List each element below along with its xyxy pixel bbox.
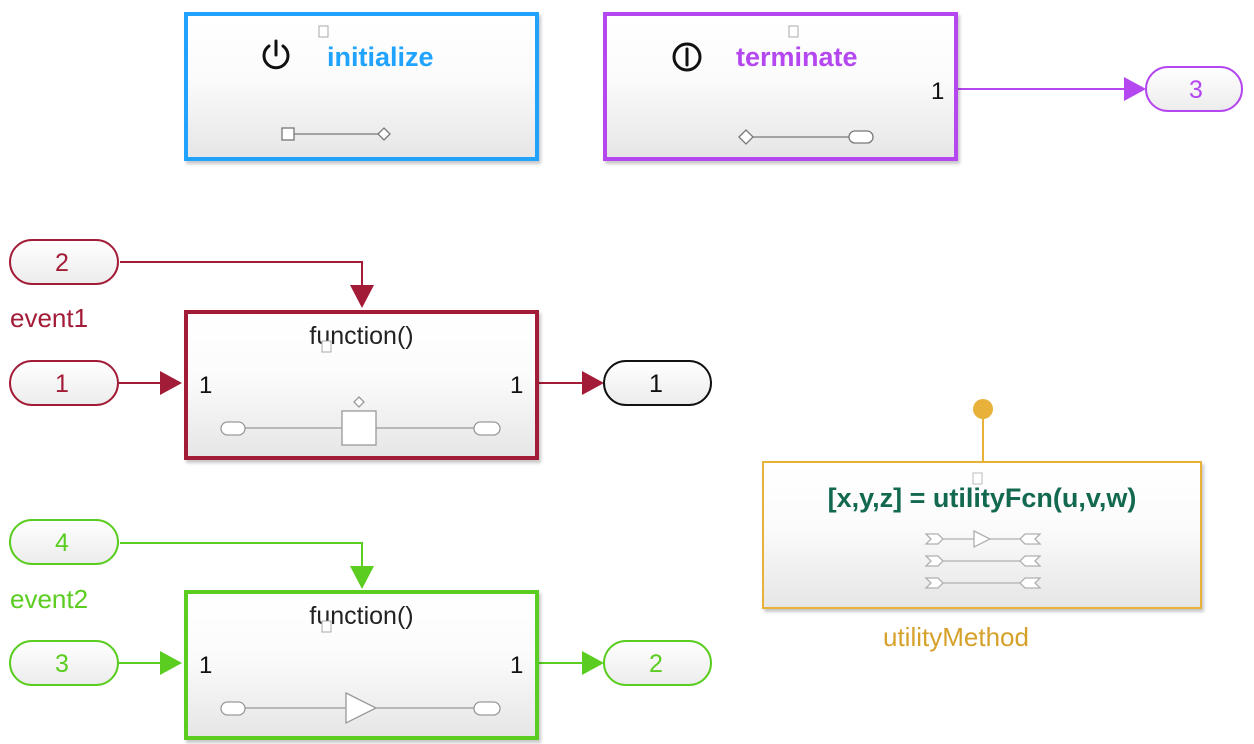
utility-glyph-icon: [924, 529, 1042, 589]
event1-label: event1: [10, 303, 89, 333]
initialize-block[interactable]: initialize: [184, 12, 539, 161]
outport-number: 1: [649, 370, 663, 398]
signal-line-out2[interactable]: [539, 651, 604, 675]
outport-3[interactable]: 3: [1145, 66, 1243, 112]
function-block-1[interactable]: function() 1 1: [184, 310, 539, 460]
inport-1[interactable]: 1: [9, 360, 119, 406]
function-title: function(): [309, 322, 414, 350]
arrowhead-icon: [1124, 77, 1146, 101]
signal-line-terminate[interactable]: [958, 77, 1146, 101]
function-out-port: 1: [510, 372, 524, 399]
arrowhead-icon: [350, 285, 374, 308]
inport-number: 2: [55, 249, 69, 277]
initialize-title: initialize: [327, 42, 434, 72]
function-in-port: 1: [199, 372, 213, 399]
initialize-glyph-icon: [281, 127, 391, 141]
block-marker-icon: [972, 472, 983, 485]
signal-line-out1[interactable]: [539, 371, 604, 395]
inport-3[interactable]: 3: [9, 640, 119, 686]
inport-event1[interactable]: 2: [9, 239, 119, 285]
signal-line-in3[interactable]: [117, 651, 182, 675]
terminate-out-port: 1: [931, 78, 945, 105]
dot-icon: [973, 399, 993, 419]
inport-number: 1: [55, 370, 69, 398]
function-block-2[interactable]: function() 1 1: [184, 590, 539, 740]
function-glyph-icon: [220, 396, 501, 446]
terminate-icon: [672, 42, 702, 72]
inport-number: 3: [55, 650, 69, 678]
utility-function-port[interactable]: [973, 399, 993, 461]
gain-glyph-icon: [220, 691, 501, 725]
arrowhead-icon: [160, 651, 182, 675]
arrowhead-icon: [160, 371, 182, 395]
arrowhead-icon: [350, 566, 374, 589]
terminate-glyph-icon: [738, 129, 874, 145]
outport-number: 2: [649, 650, 663, 678]
block-marker-icon: [321, 620, 332, 633]
block-marker-icon: [321, 340, 332, 353]
power-icon: [262, 39, 290, 70]
utility-signature: [x,y,z] = utilityFcn(u,v,w): [827, 483, 1137, 513]
arrowhead-icon: [582, 651, 604, 675]
terminate-title: terminate: [736, 42, 858, 72]
outport-1[interactable]: 1: [603, 360, 712, 406]
trigger-line-event1[interactable]: [120, 261, 374, 308]
terminate-block[interactable]: terminate 1: [603, 12, 958, 161]
utility-function-block[interactable]: [x,y,z] = utilityFcn(u,v,w): [762, 461, 1202, 609]
function-out-port: 1: [510, 652, 524, 679]
block-marker-icon: [318, 25, 329, 38]
utility-block-name: utilityMethod: [883, 622, 1029, 652]
block-marker-icon: [788, 25, 799, 38]
function-in-port: 1: [199, 652, 213, 679]
event2-label: event2: [10, 584, 89, 614]
trigger-line-event2[interactable]: [120, 542, 374, 589]
outport-number: 3: [1189, 76, 1203, 104]
function-title: function(): [309, 602, 414, 630]
outport-2[interactable]: 2: [603, 640, 712, 686]
signal-line-in1[interactable]: [117, 371, 182, 395]
arrowhead-icon: [582, 371, 604, 395]
inport-number: 4: [55, 529, 69, 557]
inport-event2[interactable]: 4: [9, 519, 119, 565]
